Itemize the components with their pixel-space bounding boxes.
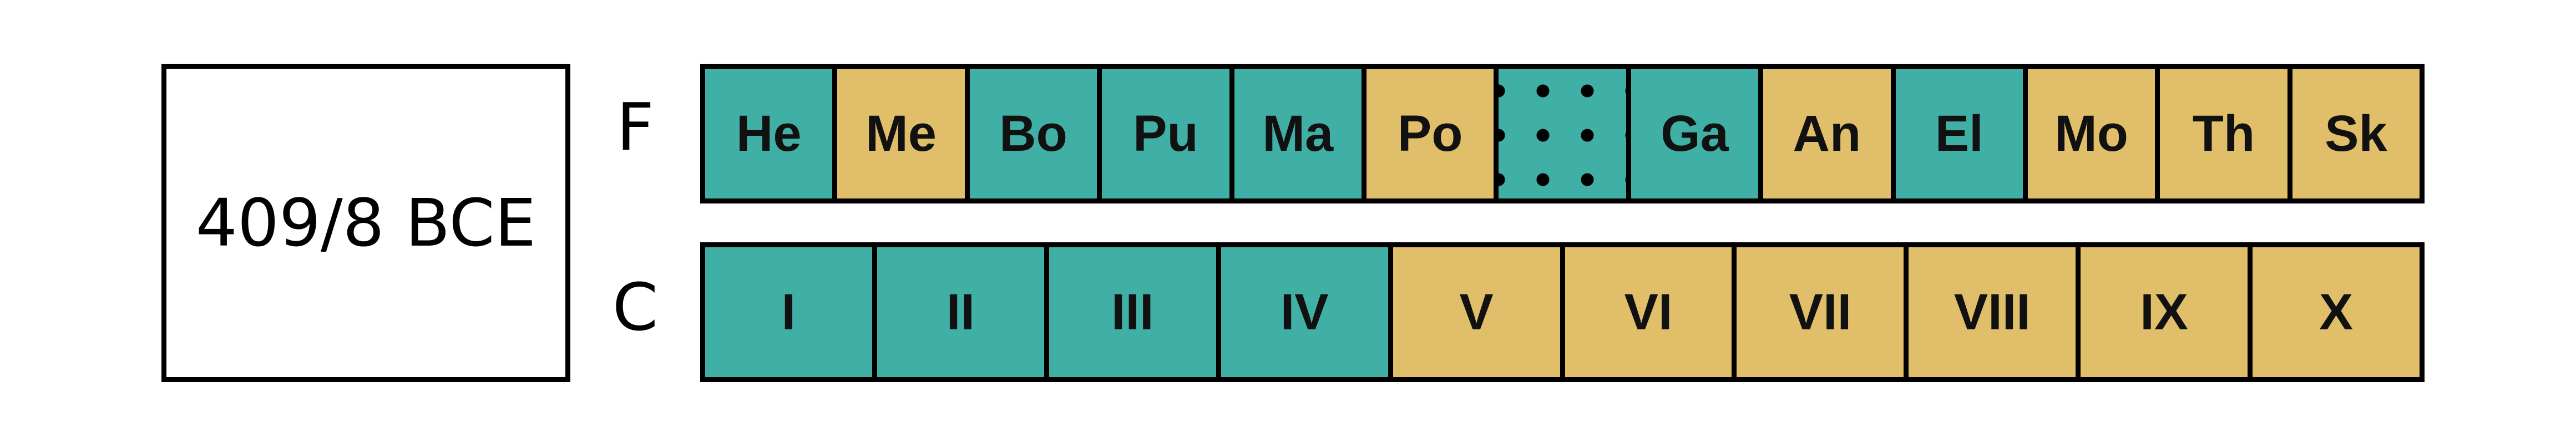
festival-month-cell: Me bbox=[837, 69, 970, 198]
intercalary-month-cell bbox=[1499, 69, 1631, 198]
conciliar-row-label: C bbox=[612, 269, 659, 345]
festival-month-cell: Th bbox=[2160, 69, 2292, 198]
prytany-cell: I bbox=[705, 247, 877, 377]
festival-month-cell: Bo bbox=[969, 69, 1102, 198]
prytany-cell: III bbox=[1049, 247, 1221, 377]
prytany-cell: V bbox=[1393, 247, 1565, 377]
prytany-cell: II bbox=[877, 247, 1049, 377]
prytany-cell: IX bbox=[2081, 247, 2253, 377]
festival-month-strip: He Me Bo Pu Ma Po Ga An El Mo Th Sk bbox=[700, 64, 2425, 203]
prytany-cell: VIII bbox=[1909, 247, 2081, 377]
prytany-cell: X bbox=[2253, 247, 2425, 377]
festival-month-cell: Pu bbox=[1102, 69, 1234, 198]
festival-month-cell: An bbox=[1763, 69, 1896, 198]
festival-month-cell: Ma bbox=[1234, 69, 1367, 198]
festival-month-cell: He bbox=[705, 69, 838, 198]
festival-row-label: F bbox=[616, 89, 654, 165]
festival-month-cell: Po bbox=[1366, 69, 1499, 198]
festival-month-cell: El bbox=[1895, 69, 2028, 198]
prytany-cell: IV bbox=[1221, 247, 1393, 377]
conciliar-prytany-strip: I II III IV V VI VII VIII IX X bbox=[700, 242, 2425, 382]
prytany-cell: VII bbox=[1737, 247, 1909, 377]
year-label: 409/8 BCE bbox=[195, 185, 537, 261]
festival-month-cell: Ga bbox=[1631, 69, 1764, 198]
year-label-box: 409/8 BCE bbox=[161, 64, 570, 382]
prytany-cell: VI bbox=[1565, 247, 1737, 377]
festival-month-cell: Mo bbox=[2027, 69, 2160, 198]
festival-month-cell: Sk bbox=[2292, 69, 2425, 198]
